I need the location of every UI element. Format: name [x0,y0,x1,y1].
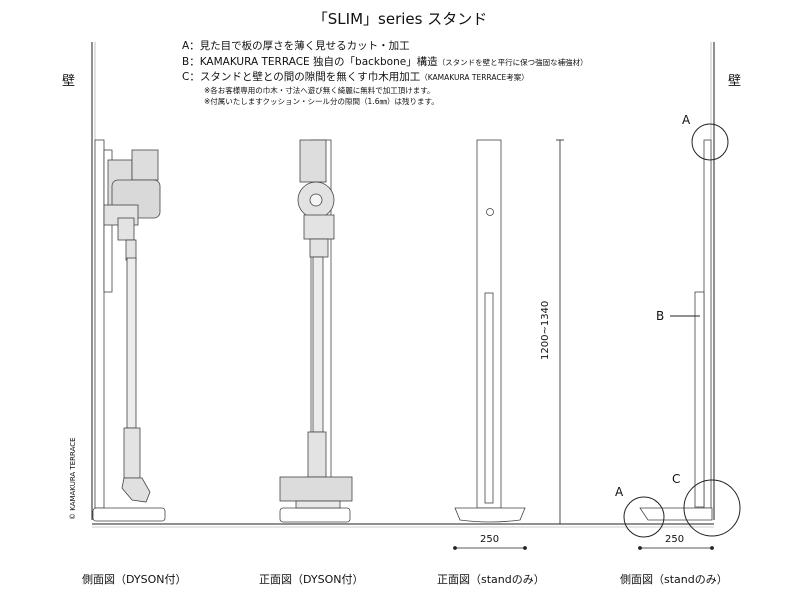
wall-label-left: 壁 [62,74,76,89]
side-view-stand [639,139,713,521]
callout-c: C [672,472,681,486]
stand-slot [484,292,494,504]
stand-hole [486,208,494,216]
note-c-main: C：スタンドと壁との間の隙間を無くす巾木用加工 [182,71,421,83]
copyright-text: © KAMAKURA TERRACE [69,437,77,520]
side-stand-base [92,507,166,522]
side-view-dyson [92,139,166,522]
height-dimension-label: 1200~1340 [540,300,551,360]
stand-base [454,507,526,523]
caption-front-dyson: 正面図（DYSON付） [259,573,364,586]
side-width-label: 250 [665,534,685,545]
note-c-small: （KAMAKURA TERRACE考案） [420,73,529,82]
side-stand-panel [94,139,105,509]
front-view-stand [454,139,526,523]
front-stand-base [279,507,351,523]
side-base [639,507,713,521]
note-b: B：KAMAKURA TERRACE 独自の「backbone」構造（スタンドを… [182,54,588,69]
note-b-main: B：KAMAKURA TERRACE 独自の「backbone」構造 [182,56,438,68]
wall-label-right: 壁 [728,74,742,89]
note-sub2: ※付属いたしますクッション・シール分の隙間（1.6㎜）は残ります。 [204,97,439,106]
note-c: C：スタンドと壁との間の隙間を無くす巾木用加工（KAMAKURA TERRACE… [182,69,529,84]
callout-b: B [656,309,665,323]
front-width-label: 250 [480,534,500,545]
side-panel [703,139,712,509]
caption-side-dyson: 側面図（DYSON付） [82,573,187,586]
caption-front-stand: 正面図（standのみ） [437,573,545,586]
callout-circle-a-top [691,123,729,161]
note-sub1: ※各お客様専用の巾木・寸法へ遊び無く綺麗に無料で加工頂けます。 [204,86,435,95]
note-b-small: （スタンドを壁と平行に保つ強固な補強材） [437,58,588,67]
callout-a-bottom: A [615,485,624,499]
backbone [694,291,705,508]
front-view-dyson [279,139,353,523]
callout-circle-c [683,479,741,537]
callout-a-top: A [682,113,691,127]
caption-side-stand: 側面図（standのみ） [620,573,728,586]
callout-circle-a-bottom [623,496,665,538]
page-title: 「SLIM」series スタンド [312,10,488,28]
note-a: A：見た目で板の厚さを薄く見せるカット・加工 [182,40,410,52]
